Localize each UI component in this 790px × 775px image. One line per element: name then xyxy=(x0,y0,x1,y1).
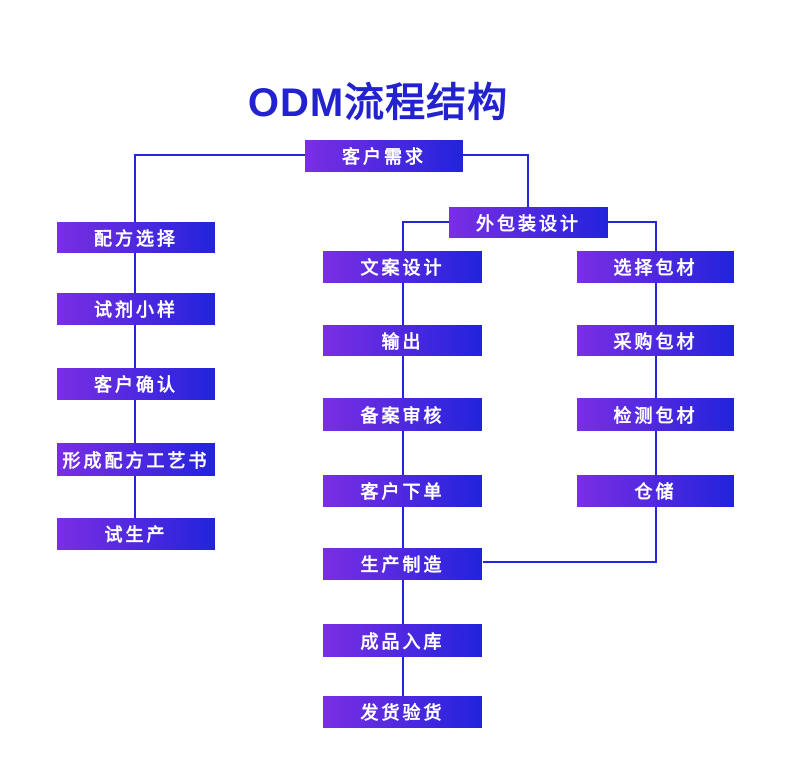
connector-root-to-left-horizontal xyxy=(134,154,305,156)
node-packaging-testing: 检测包材 xyxy=(577,398,734,431)
node-copy-design: 文案设计 xyxy=(323,251,482,283)
node-reagent-sample: 试剂小样 xyxy=(57,293,215,325)
node-customer-order: 客户下单 xyxy=(323,475,482,507)
node-filing-review: 备案审核 xyxy=(323,398,482,431)
connector-root-to-packaging-horizontal xyxy=(463,154,529,156)
connector-middle-column-spine xyxy=(402,221,404,696)
node-customer-demand: 客户需求 xyxy=(305,140,463,172)
node-production-manufacturing: 生产制造 xyxy=(323,548,482,580)
connector-warehouse-to-production-horizontal xyxy=(483,561,657,563)
connector-packaging-to-right-horizontal xyxy=(608,221,657,223)
node-customer-confirmation: 客户确认 xyxy=(57,368,215,400)
connector-packaging-to-middle-horizontal xyxy=(402,221,449,223)
node-formula-process-book: 形成配方工艺书 xyxy=(57,443,215,476)
node-warehousing: 仓储 xyxy=(577,475,734,507)
node-outer-packaging-design: 外包装设计 xyxy=(449,207,608,238)
connector-root-to-packaging-vertical xyxy=(527,154,529,207)
page-title: ODM流程结构 xyxy=(247,81,509,125)
node-output: 输出 xyxy=(323,325,482,356)
node-finished-goods-storage: 成品入库 xyxy=(323,624,482,657)
connector-left-column-spine xyxy=(134,154,136,518)
node-trial-production: 试生产 xyxy=(57,518,215,550)
node-packaging-selection: 选择包材 xyxy=(577,251,734,283)
node-shipping-inspection: 发货验货 xyxy=(323,696,482,728)
node-formula-selection: 配方选择 xyxy=(57,222,215,253)
connector-right-column-spine xyxy=(655,221,657,563)
node-packaging-procurement: 采购包材 xyxy=(577,325,734,356)
